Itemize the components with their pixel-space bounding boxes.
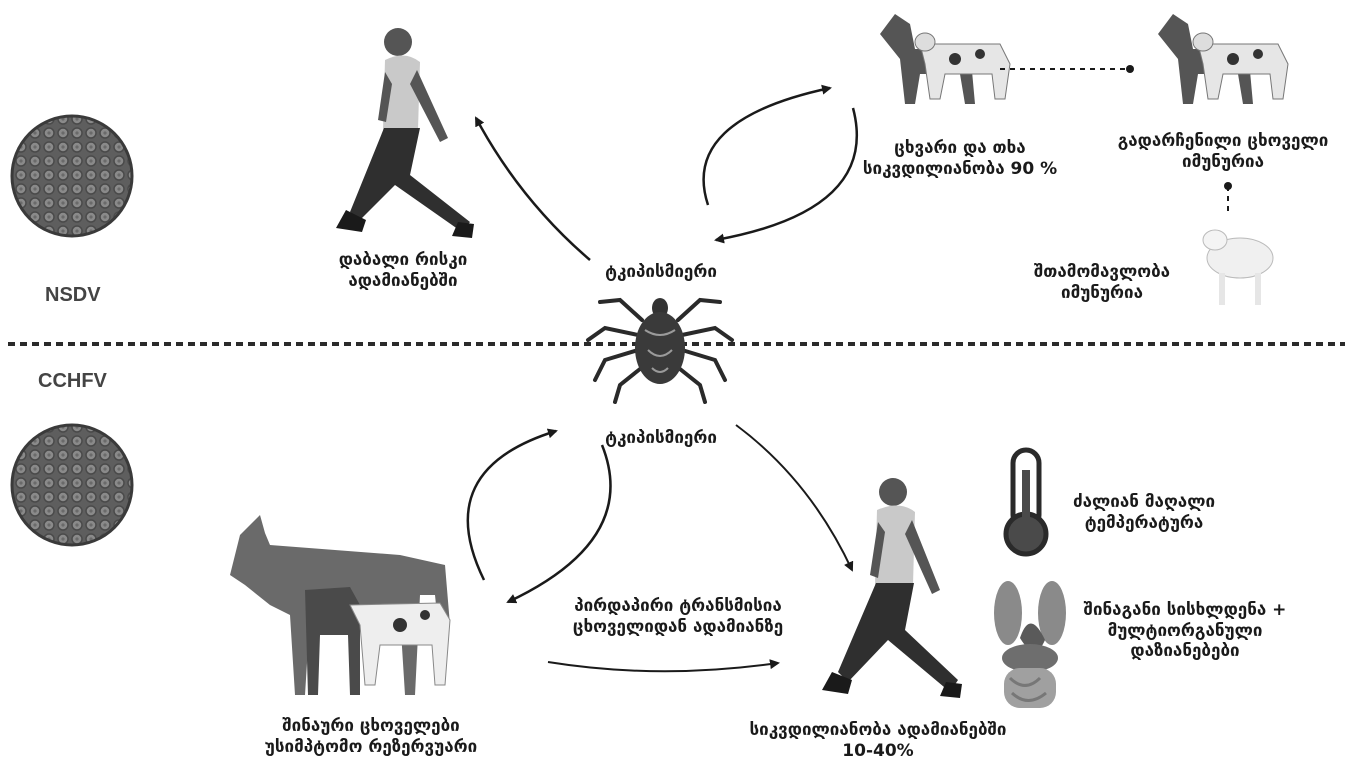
thermometer-icon	[1006, 450, 1046, 554]
cchfv-virus-icon	[12, 425, 132, 545]
low-risk-human-icon	[336, 28, 474, 238]
survivor-animal-icon	[1158, 14, 1288, 104]
nsdv-virus-icon	[12, 116, 132, 236]
cchfv-tick-label: ტკიპისმიერი	[586, 428, 736, 449]
tick-icon	[588, 298, 732, 402]
internal-organs-icon	[994, 581, 1066, 708]
domestic-animals-icon	[230, 515, 450, 695]
nsdv-virus-label: NSDV	[45, 284, 101, 307]
lamb-icon	[1203, 230, 1273, 305]
cchfv-human-icon	[822, 478, 962, 698]
cchfv-virus-label: CCHFV	[38, 370, 107, 393]
nsdv-tick-label: ტკიპისმიერი	[586, 262, 736, 283]
sheep-and-goat-icon	[880, 14, 1010, 104]
